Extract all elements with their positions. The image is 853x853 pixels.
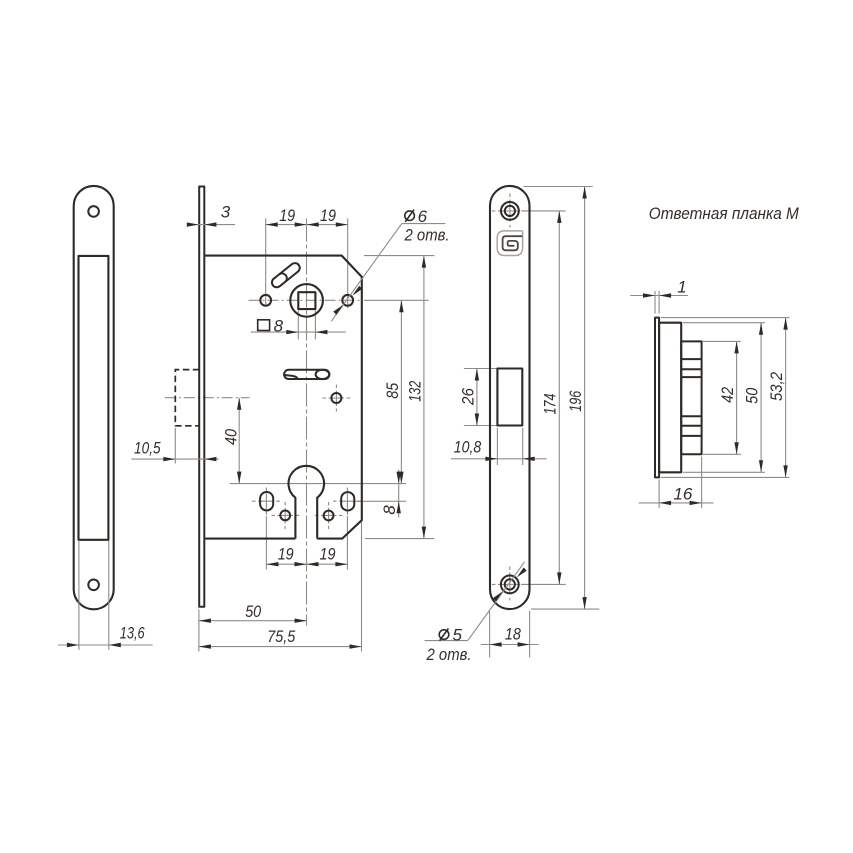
svg-text:19: 19 xyxy=(320,206,336,225)
svg-text:2 отв.: 2 отв. xyxy=(426,645,472,664)
svg-text:13,6: 13,6 xyxy=(120,624,145,643)
svg-text:10,5: 10,5 xyxy=(134,439,161,458)
svg-text:132: 132 xyxy=(406,380,425,401)
svg-text:Ответная планка М: Ответная планка М xyxy=(649,204,800,223)
svg-text:10,8: 10,8 xyxy=(454,438,482,457)
svg-text:75,5: 75,5 xyxy=(267,627,295,646)
svg-text:19: 19 xyxy=(320,545,336,564)
svg-text:18: 18 xyxy=(505,624,521,643)
svg-text:85: 85 xyxy=(383,382,402,398)
svg-text:3: 3 xyxy=(221,203,231,222)
svg-text:8: 8 xyxy=(380,505,399,515)
svg-text:8: 8 xyxy=(274,317,284,336)
svg-text:53,2: 53,2 xyxy=(767,372,786,401)
svg-text:19: 19 xyxy=(279,206,295,225)
svg-text:50: 50 xyxy=(742,387,761,403)
svg-text:2 отв.: 2 отв. xyxy=(404,226,450,245)
svg-text:50: 50 xyxy=(245,602,261,621)
svg-text:19: 19 xyxy=(278,545,294,564)
svg-text:42: 42 xyxy=(718,386,737,402)
svg-text:6: 6 xyxy=(418,207,428,226)
svg-text:5: 5 xyxy=(452,626,462,645)
svg-text:16: 16 xyxy=(673,485,693,504)
svg-text:26: 26 xyxy=(458,388,477,406)
svg-text:1: 1 xyxy=(677,278,686,297)
svg-text:196: 196 xyxy=(566,390,585,411)
svg-text:174: 174 xyxy=(541,394,560,415)
svg-text:40: 40 xyxy=(221,429,240,445)
